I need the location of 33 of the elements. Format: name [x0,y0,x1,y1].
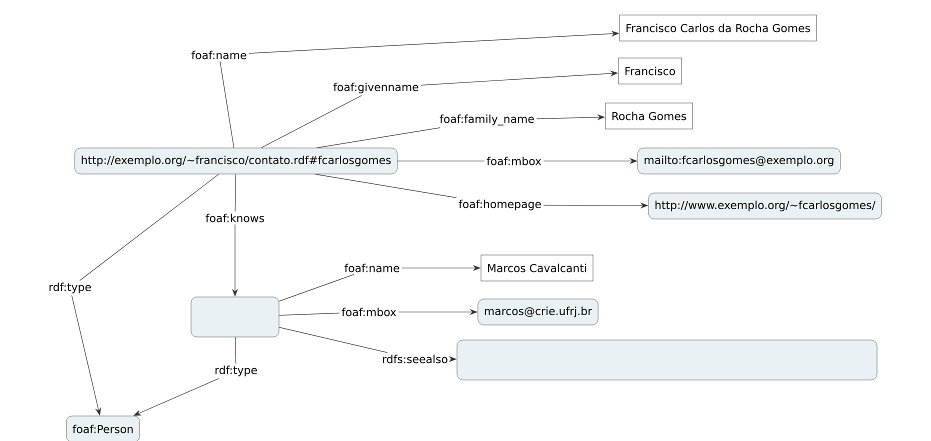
property-label: foaf:name [342,262,402,274]
property-label: rdf:type [212,364,260,378]
connector-line [397,160,485,162]
property-label: foaf:homepage [456,198,544,212]
connector-line [261,95,362,148]
literal-box: Marcos Cavalcanti [480,254,594,282]
connector-line [278,312,340,316]
resource-box: foaf:Person [66,416,140,441]
property-label: rdf:type [46,280,94,296]
connector-line [235,336,236,364]
empty-node-box [190,296,280,338]
connector-line [220,61,234,148]
property-label: foaf:family_name [438,112,536,128]
resource-box: marcos@crie.ufrj.br [478,298,598,326]
literal-box: Francisco [618,58,682,84]
literal-box: Rocha Gomes [605,102,693,130]
connector-line [316,127,440,148]
empty-node-box [456,340,878,380]
resource-box: http://www.exemplo.org/~fcarlosgomes/ [648,192,882,220]
property-label: foaf:mbox [340,306,398,318]
property-label: foaf:name [189,48,249,62]
connector-line [314,174,457,198]
resource-box: mailto:fcarlosgomes@exemplo.org [638,148,840,174]
connector-line [234,174,236,212]
connector-line [80,174,220,281]
property-label: foaf:mbox [484,154,544,168]
property-label: rdfs:seealso [380,352,450,366]
connector-line [278,327,388,353]
property-label: foaf:givenname [331,80,421,96]
resource-box: http://exemplo.org/~francisco/contato.rdf#fcarlosgomes [74,148,398,174]
literal-box: Francisco Carlos da Rocha Gomes [619,14,817,42]
connector-line [278,274,354,302]
property-label: foaf:knows [203,212,267,224]
